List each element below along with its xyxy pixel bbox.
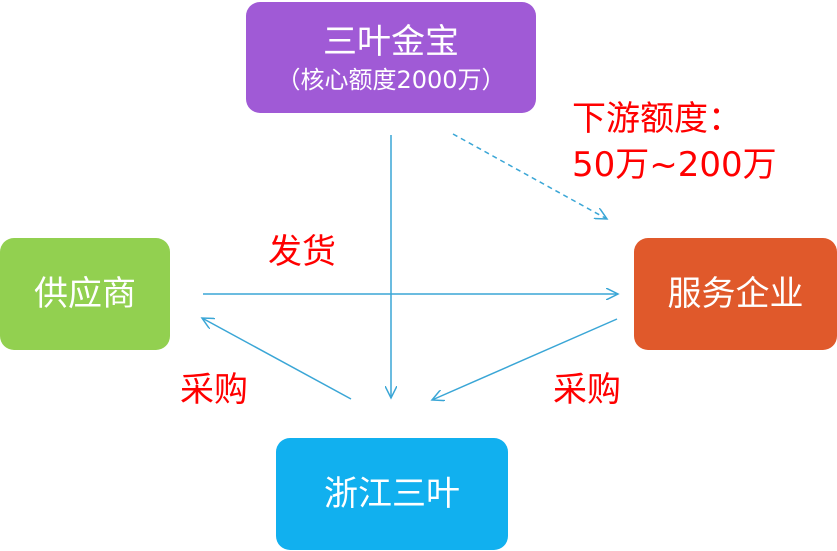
label-downstream-quota-line1: 下游额度： bbox=[572, 99, 742, 139]
label-downstream-quota: 下游额度： 50万~200万 bbox=[572, 96, 777, 188]
node-zhejiang-sanye-title: 浙江三叶 bbox=[324, 474, 460, 514]
label-purchase-right: 采购 bbox=[553, 370, 621, 410]
label-downstream-quota-line2: 50万~200万 bbox=[572, 145, 777, 185]
node-sanye-jinbao-subtitle: （核心额度2000万） bbox=[276, 65, 506, 94]
node-zhejiang-sanye: 浙江三叶 bbox=[276, 438, 508, 550]
label-purchase-left: 采购 bbox=[180, 370, 248, 410]
node-supplier-title: 供应商 bbox=[34, 274, 136, 314]
arrow-bottom-to-supplier bbox=[202, 318, 352, 400]
node-service-company-title: 服务企业 bbox=[667, 274, 804, 314]
node-service-company: 服务企业 bbox=[634, 238, 837, 350]
label-shipping: 发货 bbox=[268, 232, 336, 272]
node-sanye-jinbao-title: 三叶金宝 bbox=[323, 21, 459, 62]
node-supplier: 供应商 bbox=[0, 238, 170, 350]
arrow-top-to-service-dashed bbox=[452, 133, 607, 219]
arrow-service-to-bottom bbox=[432, 318, 618, 400]
node-sanye-jinbao: 三叶金宝 （核心额度2000万） bbox=[246, 2, 536, 113]
